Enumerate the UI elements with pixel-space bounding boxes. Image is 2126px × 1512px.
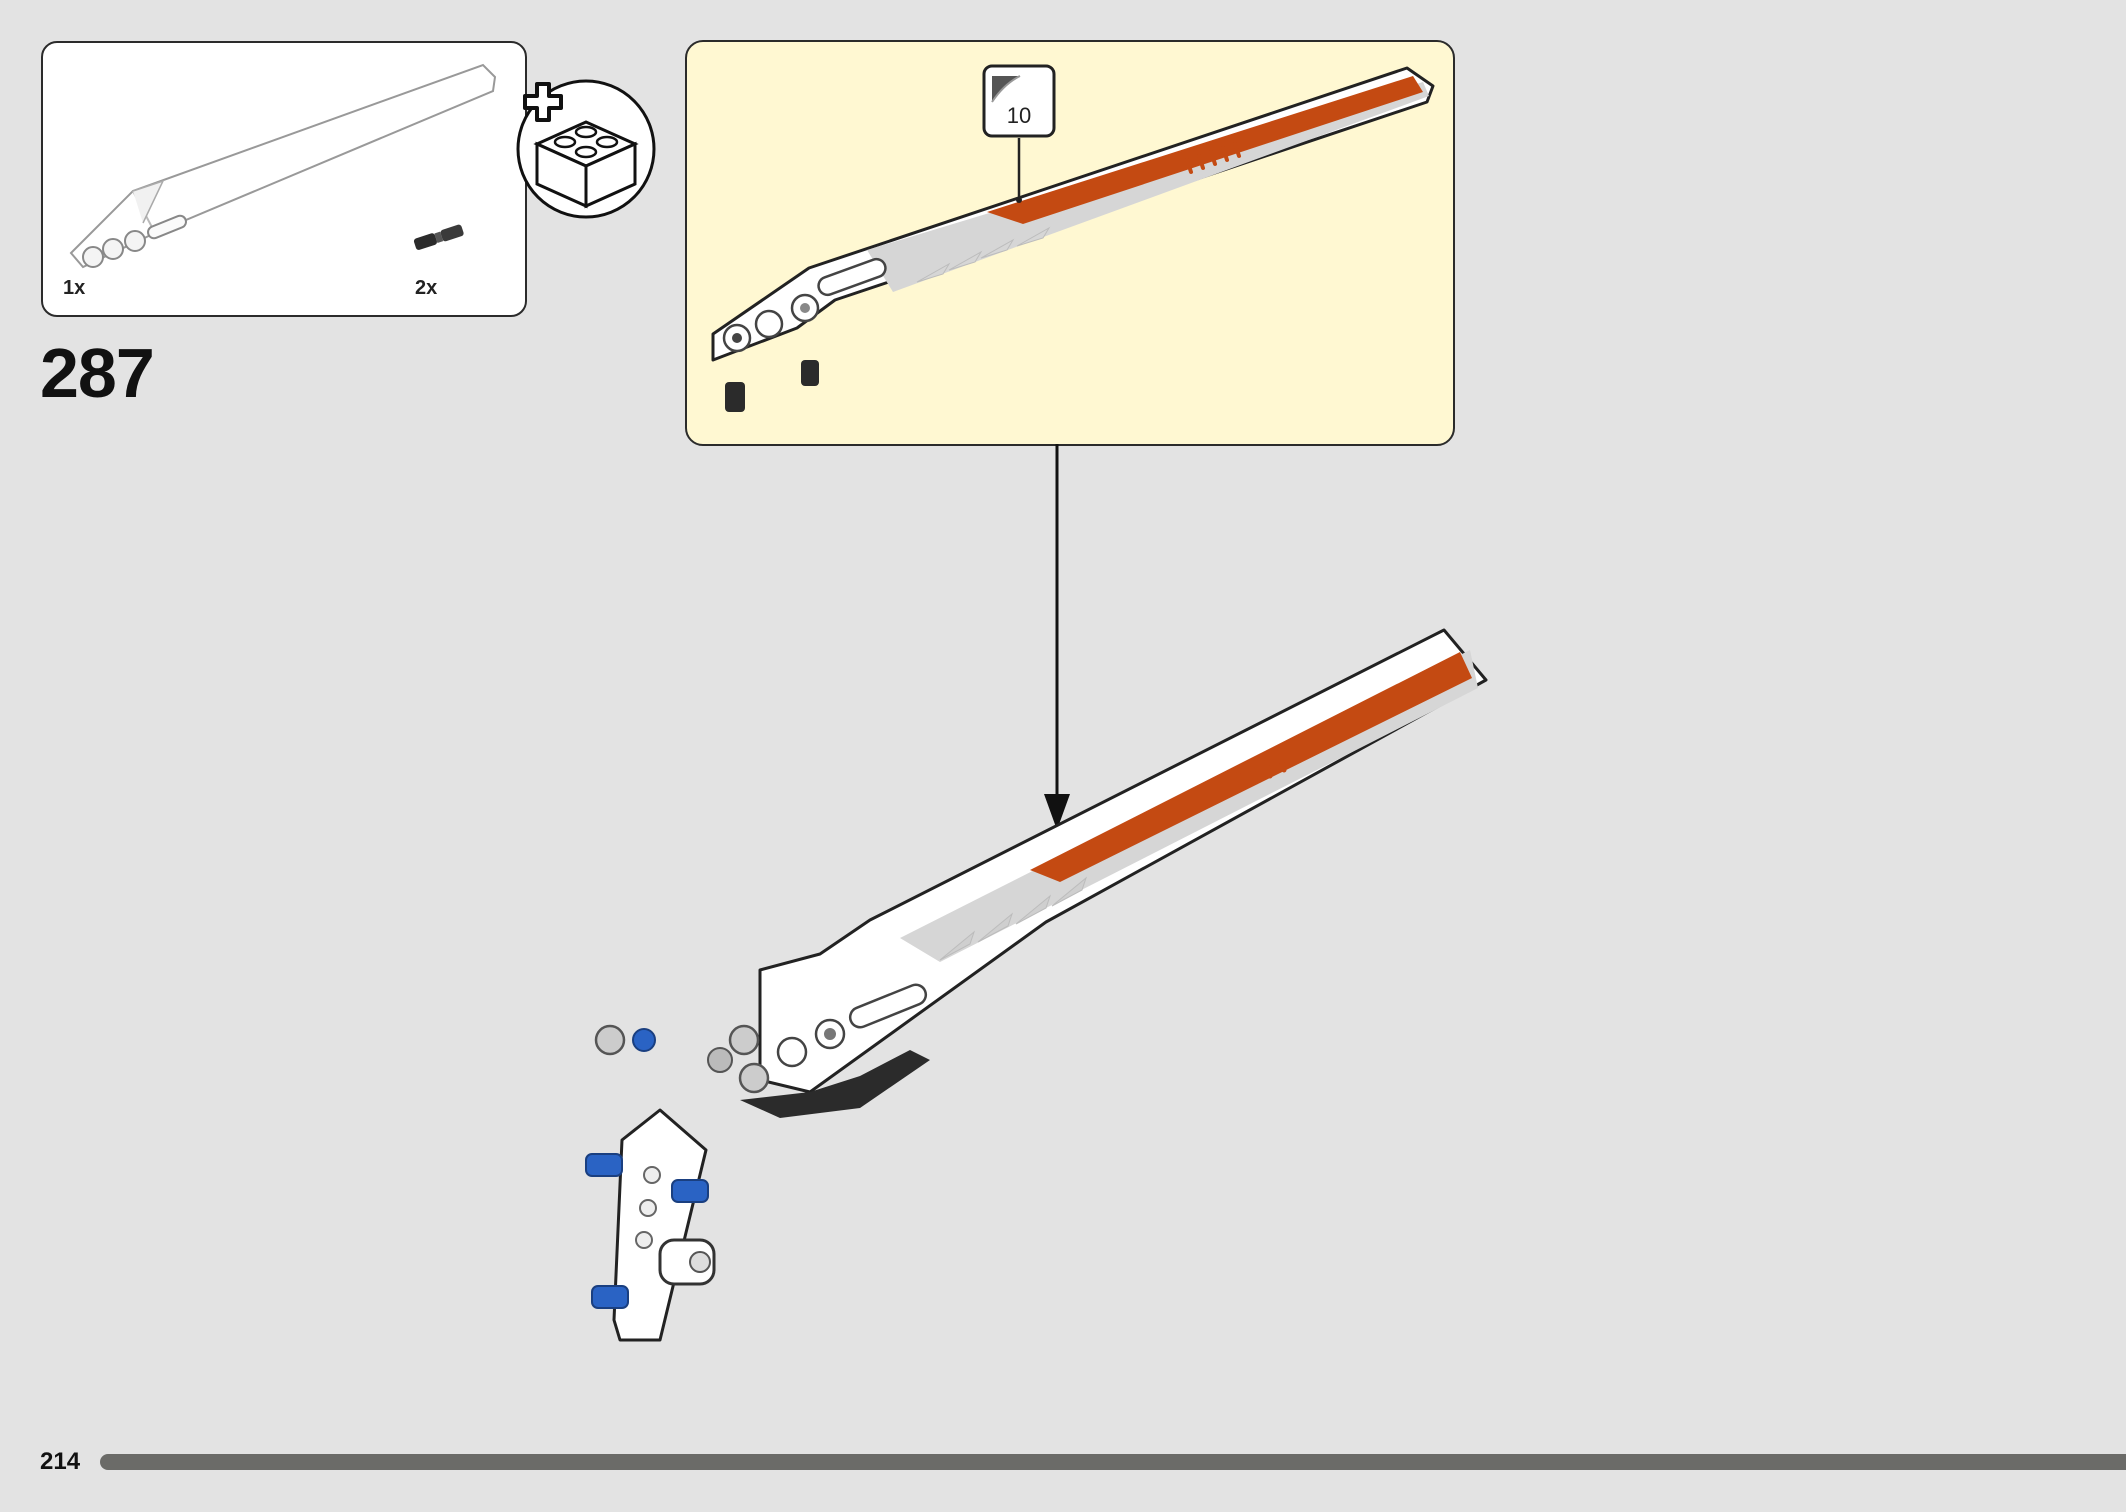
- sticker-number: 10: [1006, 103, 1032, 128]
- part-quantity-2: 2x: [415, 277, 438, 299]
- main-assembly-illustration: [585, 628, 1488, 1342]
- parts-list-illustration: [69, 63, 497, 269]
- step-number: 287: [40, 334, 155, 412]
- assembled-white-panel: [740, 628, 1488, 1118]
- sticker-callout-box: [685, 40, 1455, 446]
- callout-white-panel: [711, 66, 1435, 362]
- progress-bar: [100, 1454, 2126, 1470]
- connector-beam: [612, 1108, 716, 1342]
- callout-panel-illustration: [711, 66, 1435, 412]
- callout-black-pins: [725, 360, 819, 412]
- add-brick-icon: [516, 79, 656, 219]
- gray-connector-pins: [594, 1024, 770, 1094]
- down-arrow-icon: [1044, 444, 1070, 830]
- page-number: 214: [40, 1448, 81, 1475]
- sticker-icon: [982, 64, 1056, 138]
- white-panel-blade-piece: [69, 63, 497, 269]
- part-quantity-1: 1x: [63, 277, 86, 299]
- blue-pins: [585, 1028, 709, 1309]
- black-axle-pin-piece: [413, 224, 464, 250]
- parts-list-box: 1x 2x: [41, 41, 527, 317]
